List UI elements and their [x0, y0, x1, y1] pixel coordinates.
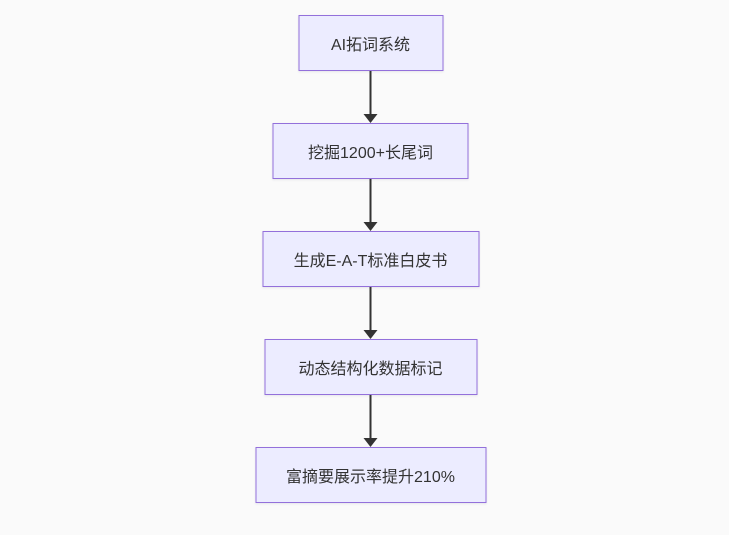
flow-node: 富摘要展示率提升210%: [255, 447, 486, 503]
flow-node: 生成E-A-T标准白皮书: [262, 231, 479, 287]
flow-node-label: 富摘要展示率提升210%: [286, 469, 455, 486]
flow-node-label: AI拓词系统: [330, 37, 411, 54]
flow-node: AI拓词系统: [298, 15, 443, 71]
flowchart: AI拓词系统 挖掘1200+长尾词 生成E-A-T标准白皮书 动态结构化数据标记…: [255, 15, 486, 503]
arrow-line: [369, 179, 372, 222]
arrow-line: [369, 71, 372, 114]
arrow-connector: [363, 287, 378, 339]
flow-node-label: 生成E-A-T标准白皮书: [293, 253, 448, 270]
flow-node: 动态结构化数据标记: [264, 339, 477, 395]
flow-node: 挖掘1200+长尾词: [272, 123, 469, 179]
arrow-connector: [363, 179, 378, 231]
flow-node-label: 挖掘1200+长尾词: [308, 145, 433, 162]
arrow-down-icon: [363, 222, 378, 231]
arrow-line: [369, 395, 372, 438]
arrow-connector: [363, 71, 378, 123]
arrow-connector: [363, 395, 378, 447]
arrow-line: [369, 287, 372, 330]
arrow-down-icon: [363, 438, 378, 447]
flow-node-label: 动态结构化数据标记: [298, 361, 443, 378]
arrow-down-icon: [363, 330, 378, 339]
arrow-down-icon: [363, 114, 378, 123]
